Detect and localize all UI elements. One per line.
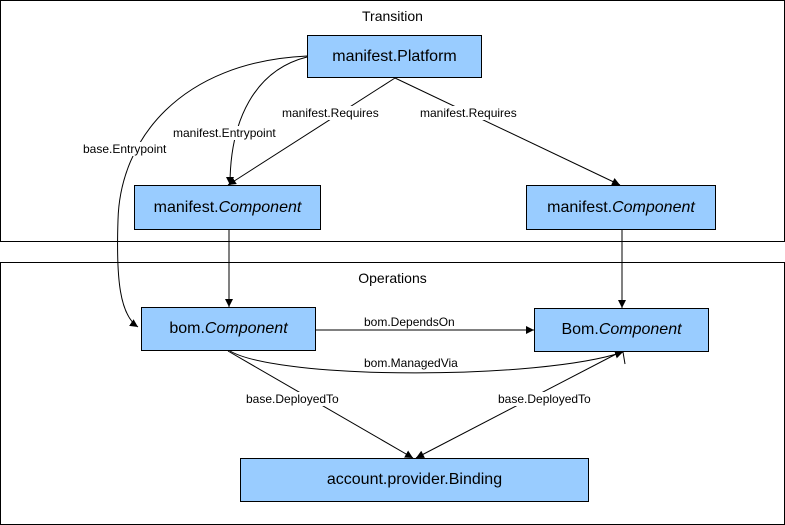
node-label: account.provider.Binding — [326, 471, 503, 488]
node-label-italic: Component — [598, 321, 682, 338]
edge-label-manifest-requires-right: manifest.Requires — [419, 106, 518, 120]
edge-label-base-deployed-to-left: base.DeployedTo — [245, 392, 340, 406]
node-label-italic: Component — [612, 198, 695, 216]
node-manifest-component-right[interactable]: manifest.Component — [526, 185, 716, 230]
section-title-transition: Transition — [362, 8, 423, 24]
node-bom-component[interactable]: bom.Component — [141, 307, 316, 351]
node-label: manifest. — [153, 198, 219, 216]
node-manifest-platform[interactable]: manifest.Platform — [307, 35, 482, 78]
edge-label-bom-depends-on: bom.DependsOn — [363, 315, 456, 329]
edge-label-manifest-entrypoint: manifest.Entrypoint — [172, 126, 277, 140]
node-label-italic: Component — [204, 320, 288, 337]
edge-label-bom-managed-via: bom.ManagedVia — [363, 356, 459, 370]
edge-label-base-deployed-to-right: base.DeployedTo — [497, 392, 592, 406]
node-bom-component-right[interactable]: Bom.Component — [534, 308, 709, 352]
node-label: manifest.Platform — [332, 47, 457, 65]
node-account-provider-binding[interactable]: account.provider.Binding — [240, 458, 589, 502]
node-label: bom. — [169, 320, 205, 337]
node-manifest-component-left[interactable]: manifest.Component — [134, 185, 321, 230]
node-label: manifest. — [547, 198, 613, 216]
edge-label-manifest-requires-left: manifest.Requires — [281, 106, 380, 120]
node-label-italic: Component — [218, 198, 302, 216]
edge-label-base-entrypoint: base.Entrypoint — [82, 142, 168, 156]
section-title-operations: Operations — [358, 270, 427, 286]
node-label: Bom. — [561, 321, 599, 338]
